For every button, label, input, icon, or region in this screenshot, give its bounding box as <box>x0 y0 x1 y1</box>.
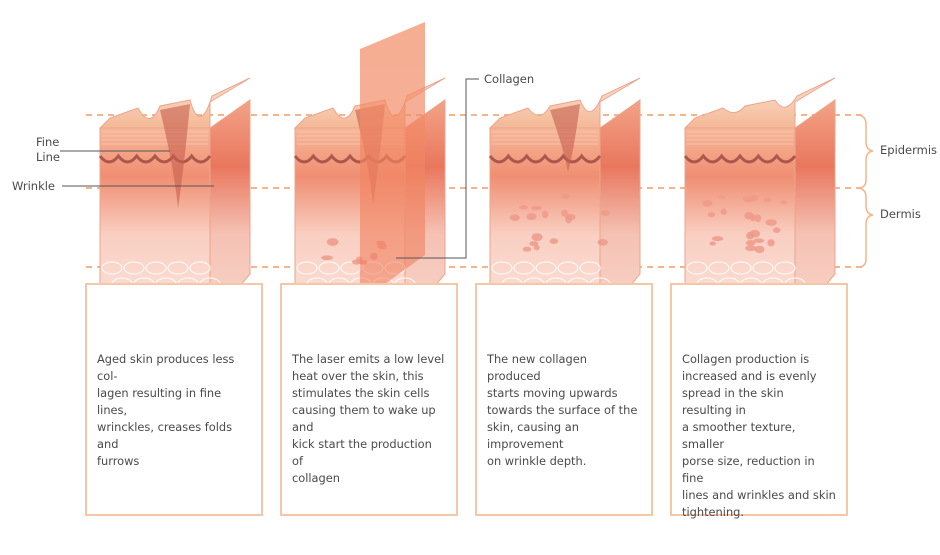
stage-3-caption: The new collagen produced starts moving … <box>487 351 641 470</box>
collagen-dot <box>765 219 776 226</box>
collagen-dot <box>531 233 542 241</box>
collagen-dot <box>321 255 333 260</box>
stage-2-caption-box: The laser emits a low level heat over th… <box>280 283 458 516</box>
collagen-dot <box>601 210 610 216</box>
collagen-dot <box>534 245 540 250</box>
collagen-dot <box>749 230 760 238</box>
dermis-label: Dermis <box>880 207 921 221</box>
collagen-dot <box>773 227 781 232</box>
epidermis-bracket <box>858 115 873 188</box>
collagen-dot <box>719 195 725 199</box>
collagen-dot <box>767 239 774 246</box>
dermis-bracket <box>858 188 873 267</box>
stage-1-caption: Aged skin produces less col- lagen resul… <box>97 351 251 470</box>
stage-3-caption-box: The new collagen produced starts moving … <box>475 283 653 516</box>
collagen-dot <box>709 241 715 245</box>
collagen-dot <box>542 210 548 218</box>
collagen-dot <box>519 205 528 209</box>
collagen-dot <box>561 194 569 199</box>
collagen-dot <box>327 238 339 246</box>
collagen-dot <box>721 209 727 215</box>
collagen-dot <box>744 212 753 220</box>
collagen-dot <box>531 206 541 211</box>
stage-1-caption-box: Aged skin produces less col- lagen resul… <box>85 283 263 516</box>
laser-beam <box>360 22 425 302</box>
collagen-dot <box>565 215 572 223</box>
collagen-label: Collagen <box>484 72 534 86</box>
epidermis-label: Epidermis <box>880 143 937 157</box>
collagen-dot <box>702 200 712 207</box>
collagen-dot <box>708 212 715 217</box>
collagen-dot <box>763 198 771 202</box>
collagen-dot <box>755 246 765 253</box>
collagen-dot <box>523 247 532 252</box>
collagen-dot <box>712 236 723 241</box>
collagen-dot <box>781 201 788 205</box>
stage-4-caption-box: Collagen production is increased and is … <box>670 283 848 516</box>
collagen-dot <box>526 213 536 220</box>
collagen-dot <box>753 238 764 243</box>
wrinkle-label: Wrinkle <box>12 179 55 193</box>
fine-line-label: Fine Line <box>36 135 60 165</box>
collagen-dot <box>597 239 607 246</box>
collagen-dot <box>550 238 559 244</box>
collagen-dot <box>743 196 755 202</box>
collagen-dot <box>510 214 520 221</box>
stage-2-caption: The laser emits a low level heat over th… <box>292 351 446 487</box>
collagen-dot <box>754 214 761 222</box>
stage-4-caption: Collagen production is increased and is … <box>682 351 836 521</box>
